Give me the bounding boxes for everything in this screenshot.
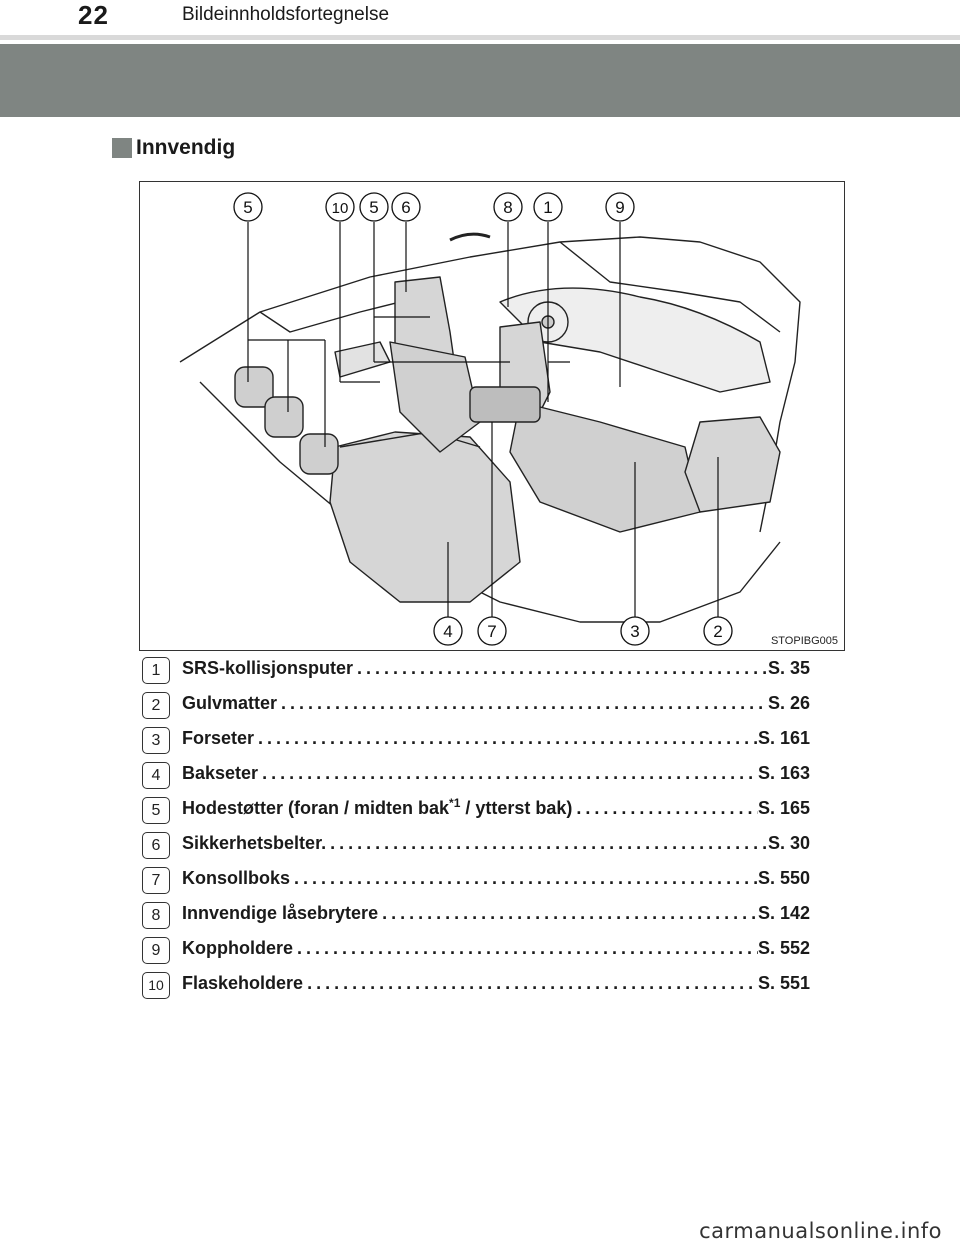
item-label: Gulvmatter <box>182 693 278 713</box>
header-divider <box>0 35 960 40</box>
item-page-ref: S. 26 <box>767 693 810 713</box>
callout-top-5b: 5 <box>359 192 389 222</box>
callout-top-6: 6 <box>391 192 421 222</box>
watermark: carmanualsonline.info <box>699 1219 942 1243</box>
page-number: 22 <box>78 0 109 30</box>
figure-code: STOPIBG005 <box>770 635 838 647</box>
page-header-title: Bildeinnholdsfortegnelse <box>182 4 390 25</box>
item-label: Konsollboks <box>182 868 291 888</box>
item-number: 5 <box>142 797 170 824</box>
callout-top-10: 10 <box>325 192 355 222</box>
item-label: Koppholdere <box>182 938 293 958</box>
list-item: 10 Flaskeholdere........................… <box>142 970 822 1000</box>
item-number: 2 <box>142 692 170 719</box>
item-number: 6 <box>142 832 170 859</box>
svg-text:1: 1 <box>543 198 552 217</box>
item-number: 4 <box>142 762 170 789</box>
callout-top-5a: 5 <box>233 192 263 222</box>
list-item: 2 Gulvmatter............................… <box>142 690 822 720</box>
list-item: 5 Hodestøtter (foran / midten bak*1 / yt… <box>142 795 822 825</box>
svg-text:7: 7 <box>487 622 496 641</box>
footnote-marker: *1 <box>449 798 461 810</box>
item-page-ref: S. 142 <box>757 903 810 923</box>
item-number: 3 <box>142 727 170 754</box>
callout-top-1: 1 <box>533 192 563 222</box>
callout-top-8: 8 <box>493 192 523 222</box>
item-label: SRS-kollisjonsputer <box>182 658 354 678</box>
list-item: 1 SRS-kollisjonsputer...................… <box>142 655 822 685</box>
item-label: Flaskeholdere <box>182 973 304 993</box>
item-page-ref: S. 163 <box>757 763 810 783</box>
item-page-ref: S. 165 <box>757 798 810 818</box>
svg-text:3: 3 <box>630 622 639 641</box>
item-label: Innvendige låsebrytere <box>182 903 379 923</box>
item-number: 9 <box>142 937 170 964</box>
svg-text:5: 5 <box>243 198 252 217</box>
svg-text:10: 10 <box>332 200 349 217</box>
item-number: 8 <box>142 902 170 929</box>
list-item: 8 Innvendige låsebrytere................… <box>142 900 822 930</box>
svg-text:8: 8 <box>503 198 512 217</box>
car-interior-drawing: 5 10 5 6 8 1 9 <box>179 192 801 646</box>
item-label: Sikkerhetsbelter. <box>182 833 327 853</box>
section-title: Innvendig <box>136 136 236 159</box>
svg-text:5: 5 <box>369 198 378 217</box>
list-item: 9 Koppholdere...........................… <box>142 935 822 965</box>
item-label: Forseter <box>182 728 255 748</box>
callout-top-9: 9 <box>605 192 635 222</box>
section-marker-icon <box>112 138 132 158</box>
list-item: 6 Sikkerhetsbelter......................… <box>142 830 822 860</box>
item-page-ref: S. 550 <box>757 868 810 888</box>
svg-text:4: 4 <box>443 622 452 641</box>
callout-bottom-2: 2 <box>703 616 733 646</box>
item-number: 1 <box>142 657 170 684</box>
item-page-ref: S. 161 <box>757 728 810 748</box>
item-page-ref: S. 30 <box>767 833 810 853</box>
svg-text:2: 2 <box>713 622 722 641</box>
list-item: 7 Konsollboks...........................… <box>142 865 822 895</box>
item-page-ref: S. 552 <box>757 938 810 958</box>
item-page-ref: S. 551 <box>757 973 810 993</box>
callout-bottom-4: 4 <box>433 616 463 646</box>
item-label: Bakseter <box>182 763 259 783</box>
callout-bottom-7: 7 <box>477 616 507 646</box>
item-number: 7 <box>142 867 170 894</box>
svg-text:9: 9 <box>615 198 624 217</box>
svg-text:6: 6 <box>401 198 410 217</box>
item-number: 10 <box>142 972 170 999</box>
item-label: Hodestøtter (foran / midten bak*1 / ytte… <box>182 798 573 818</box>
header-band <box>0 44 960 117</box>
interior-illustration: 5 10 5 6 8 1 9 <box>139 181 845 651</box>
list-item: 4 Bakseter..............................… <box>142 760 822 790</box>
callout-bottom-3: 3 <box>620 616 650 646</box>
item-page-ref: S. 35 <box>767 658 810 678</box>
list-item: 3 Forseter..............................… <box>142 725 822 755</box>
